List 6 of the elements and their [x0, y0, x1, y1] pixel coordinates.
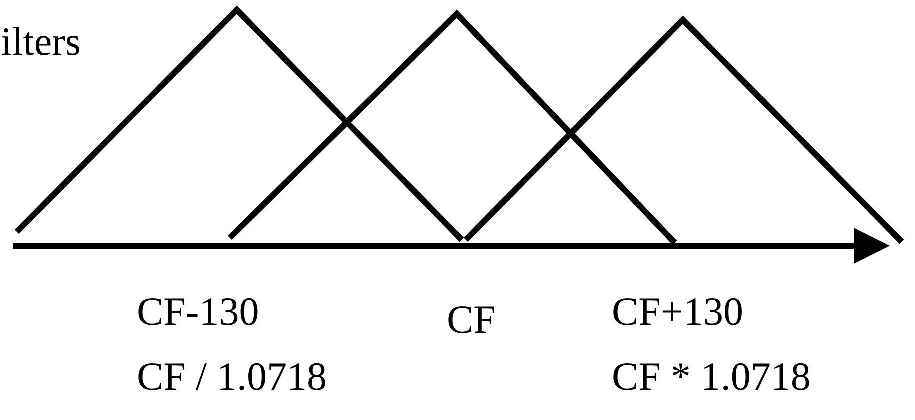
frequency-label: CF / 1.0718	[137, 357, 328, 397]
frequency-label: CF * 1.0718	[612, 357, 811, 397]
frequency-label: CF-130	[137, 292, 260, 332]
heading-text: ilters	[1, 22, 81, 62]
frequency-label: CF	[447, 300, 496, 340]
frequency-label: CF+130	[612, 292, 744, 332]
